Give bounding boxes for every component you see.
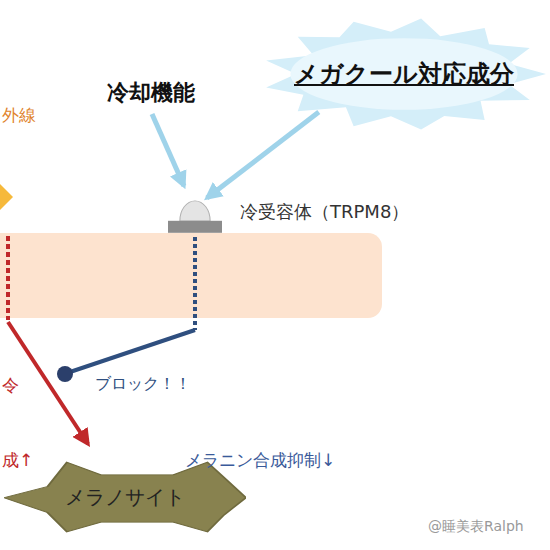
stimulus-arrow bbox=[207, 112, 319, 198]
melanocyte-shape: メラノサイト bbox=[4, 460, 246, 534]
uv-dotted-line bbox=[6, 236, 10, 320]
cooling-label: 冷却機能 bbox=[107, 78, 195, 108]
cooling-arrow bbox=[152, 114, 184, 186]
block-line bbox=[70, 330, 195, 372]
block-dot bbox=[57, 366, 73, 382]
ingredient-starburst: メガクール対応成分 bbox=[262, 18, 546, 130]
receptor-label: 冷受容体（TRPM8） bbox=[240, 200, 409, 224]
uv-sun bbox=[0, 184, 13, 210]
uv-label: 外線 bbox=[2, 104, 36, 127]
block-label: ブロック！！ bbox=[95, 374, 191, 395]
node-text: メラノサイト bbox=[65, 484, 185, 511]
melanin-suppress-label: メラニン合成抑制↓ bbox=[185, 449, 335, 472]
signal-arrow bbox=[8, 322, 88, 444]
watermark: @睡美表Ralph bbox=[428, 518, 524, 536]
skin-band bbox=[0, 233, 382, 318]
node-text: メガクール対応成分 bbox=[294, 58, 514, 90]
cold-receptor-outline bbox=[168, 196, 222, 236]
block-dotted-line bbox=[193, 237, 197, 330]
command-label: 令 bbox=[2, 374, 19, 397]
synthesis-up-label: 成↑ bbox=[2, 449, 33, 472]
cold-receptor: 冷受容体（TRPM8） bbox=[168, 196, 222, 236]
